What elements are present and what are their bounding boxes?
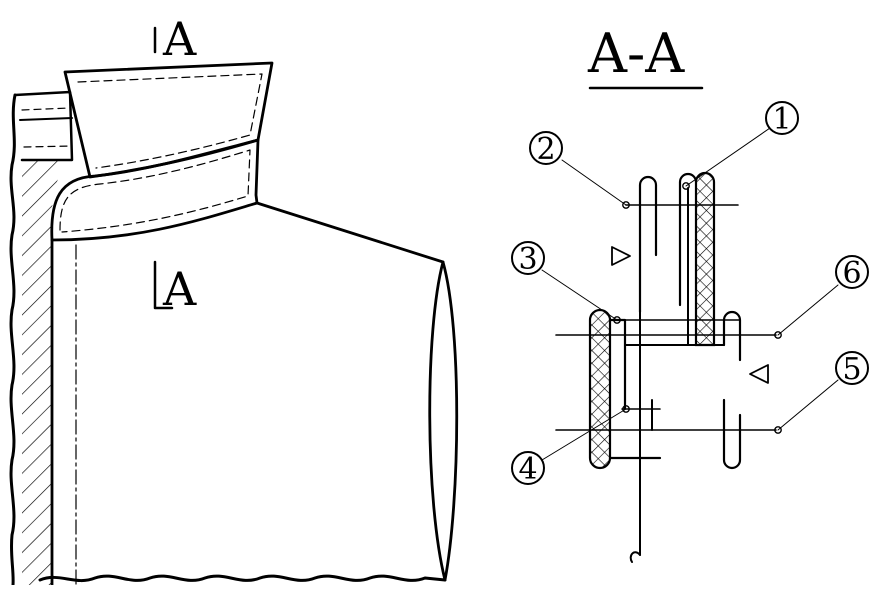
leader-lines [541, 127, 839, 461]
collar-fall-seam [59, 149, 251, 233]
direction-arrow-right [749, 364, 769, 384]
section-marker-bottom-tick [153, 260, 174, 310]
hatched-facing [22, 160, 70, 585]
back-panel [13, 90, 74, 162]
back-panel-line [19, 117, 73, 121]
callout-5: 5 [835, 351, 869, 387]
section-title: A-A [587, 22, 685, 85]
callout-6-label: 6 [842, 256, 861, 291]
seam-point-6 [774, 331, 782, 339]
sleeve-edge [428, 260, 459, 582]
collar-fall [50, 138, 260, 242]
seam-point-3 [613, 316, 621, 324]
callout-2-circle [529, 131, 563, 165]
collar-stand-seam [77, 73, 263, 169]
callout-1: 1 [765, 101, 799, 137]
section-marker-bottom: A [162, 262, 197, 316]
leader-2 [561, 159, 627, 206]
direction-arrow-left [611, 246, 631, 266]
callout-6-circle [835, 255, 869, 289]
callout-3-label: 3 [518, 242, 537, 277]
left-wavy-edge [9, 93, 17, 587]
callout-4-label: 4 [518, 452, 537, 487]
section-view: A-A [511, 22, 869, 563]
callout-5-label: 5 [842, 352, 861, 387]
callout-4: 4 [511, 451, 545, 487]
leader-4 [541, 408, 627, 461]
callout-3-circle [511, 241, 545, 275]
leader-1 [685, 127, 771, 187]
callout-5-circle [835, 351, 869, 385]
garment-view: A A [9, 12, 459, 587]
callout-2-label: 2 [536, 132, 555, 167]
seam-point-4 [622, 405, 630, 413]
leader-5 [777, 379, 839, 431]
seam-point-2 [622, 201, 630, 209]
bottom-wavy-edge [38, 574, 447, 583]
garment-body [50, 201, 445, 587]
callout-4-circle [511, 451, 545, 485]
seam-point-5 [774, 426, 782, 434]
thread-tail [629, 551, 641, 563]
callout-3: 3 [511, 241, 545, 277]
lower-loop [608, 310, 742, 470]
callout-1-label: 1 [772, 102, 791, 137]
callout-6: 6 [835, 255, 869, 291]
seam-point-1 [682, 182, 690, 190]
back-panel-seam [21, 107, 73, 148]
upper-loop-left [638, 175, 658, 314]
leader-6 [777, 284, 839, 336]
leader-3 [541, 269, 618, 321]
callout-2: 2 [529, 131, 563, 167]
section-marker-top: A [162, 12, 197, 66]
callout-1-circle [765, 101, 799, 135]
collar-stand [63, 61, 274, 179]
lower-interlining [588, 308, 612, 470]
